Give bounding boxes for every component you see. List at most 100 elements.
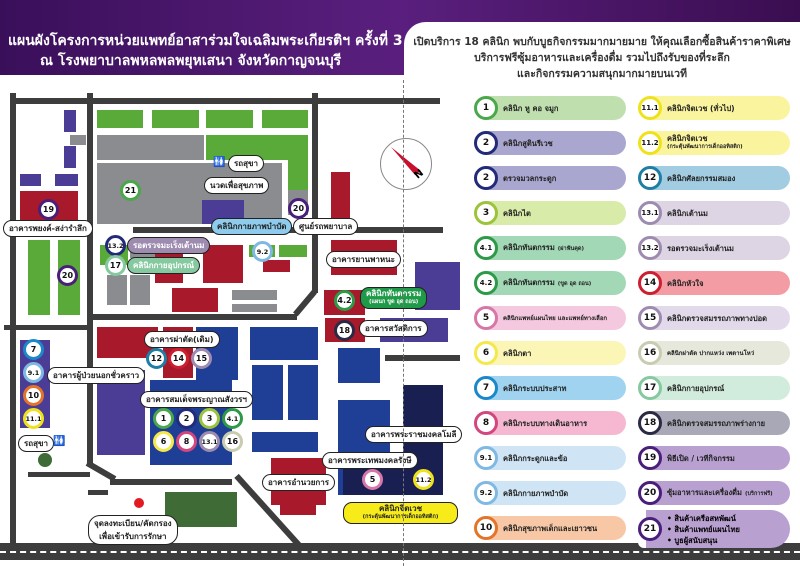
legend-label: คลินิกหัวใจ (667, 278, 704, 288)
legend-number-badge: 6 (474, 341, 498, 365)
building (262, 110, 308, 128)
legend-label: คลินิกไต (503, 208, 531, 218)
marker-19[interactable]: 19 (38, 199, 59, 220)
marker-13-2[interactable]: 13.2 (105, 235, 126, 256)
legend-label: คลินิกระบบทางเดินอาหาร (503, 418, 588, 428)
road (110, 479, 232, 485)
legend-label: คลินิกสูตินรีเวช (503, 138, 553, 148)
legend-number-badge: 4.1 (474, 236, 498, 260)
legend-item: 2 คลินิกสูตินรีเวช (474, 131, 626, 155)
building (70, 135, 86, 145)
label-ambulance-center: ศูนย์รถพยาบาล (293, 218, 359, 235)
building (20, 174, 41, 186)
marker-17[interactable]: 17 (105, 255, 126, 276)
legend-number-badge: 10 (474, 516, 498, 540)
marker-16[interactable]: 16 (222, 431, 243, 452)
marker-7[interactable]: 7 (23, 339, 44, 360)
label-registration-point: จุดลงทะเบียน/คัดกรองเพื่อเข้ารับการรักษา (88, 515, 178, 545)
marker-8[interactable]: 8 (176, 431, 197, 452)
label-rajamongkol-building: อาคารพระราชมงคลโมลี (365, 426, 463, 443)
legend-number-badge: 9.2 (474, 481, 498, 505)
marker-9-2[interactable]: 9.2 (252, 241, 273, 262)
marker-21[interactable]: 21 (120, 180, 141, 201)
legend-label-group: คลินิกระบบทางเดินอาหาร (498, 419, 587, 428)
legend-subnote: (กระตุ้นพัฒนาการเด็กออทิสติก) (667, 144, 743, 150)
label-physio-clinic: คลินิกกายภาพบำบัด (211, 218, 293, 235)
legend-label-group: คลินิกผ่าตัด ปากแหว่ง เพดานโหว่ (662, 348, 754, 358)
intro-line: บริการฟรีซุ้มอาหารและเครื่องดื่ม รวมไปถึ… (474, 52, 730, 64)
building (64, 146, 76, 168)
marker-3[interactable]: 3 (199, 408, 220, 429)
marker-11-1[interactable]: 11.1 (23, 408, 44, 429)
legend-number-badge: 11.1 (638, 96, 662, 120)
marker-4-2[interactable]: 4.2 (334, 290, 355, 311)
legend-number-badge: 18 (638, 411, 662, 435)
label-thepmongkol-building: อาคารพระเทพมงคลรังษี (322, 452, 418, 469)
legend-label-group: ตรวจมวลกระดูก (498, 174, 556, 183)
label-outpatient-building: อาคารผู้ป่วยนอกชั่วคราว (47, 367, 146, 384)
marker-18[interactable]: 18 (334, 320, 355, 341)
bullet-icon: • (667, 535, 675, 545)
bullet-icon: • (667, 524, 675, 534)
label-subtext: (กระตุ้นพัฒนาการเด็กออทิสติก) (362, 514, 439, 520)
legend-label-group: คลินิกทันตกรรม(ผ่าฟันคุด) (498, 243, 584, 254)
legend-label-group: คลินิกแพทย์แผนไทย และแพทย์ทางเลือก (498, 313, 607, 323)
marker-2[interactable]: 2 (176, 408, 197, 429)
marker-20[interactable]: 20 (288, 198, 309, 219)
marker-12[interactable]: 12 (146, 348, 167, 369)
legend-number-badge: 21 (638, 517, 662, 541)
legend-label: คลินิกจิตเวช (667, 134, 708, 143)
legend-subitem-text: บูธผู้สนับสนุน (674, 535, 718, 545)
marker-5[interactable]: 5 (362, 469, 383, 490)
legend-label: รอตรวจมะเร็งเต้านม (667, 243, 734, 253)
road (312, 93, 318, 293)
road (385, 355, 460, 361)
label-text: คลินิกทันตกรรม (366, 289, 422, 298)
you-are-here-dot (134, 498, 144, 508)
legend-number-badge: 20 (638, 481, 662, 505)
road (87, 93, 93, 463)
legend-label: คลินิกแพทย์แผนไทย และแพทย์ทางเลือก (503, 315, 608, 322)
label-mammo-wait: รอตรวจมะเร็งเต้านม (127, 237, 211, 254)
building (232, 304, 277, 312)
road (10, 98, 440, 104)
legend-label: คลินิกตรวจสมรรถภาพทางปอด (667, 313, 767, 323)
building (130, 275, 150, 305)
road (28, 472, 90, 477)
marker-1[interactable]: 1 (153, 408, 174, 429)
tree (38, 453, 52, 467)
road (4, 325, 90, 330)
legend-label: พิธีเปิด / เวทีกิจกรรม (667, 453, 735, 463)
marker-20[interactable]: 20 (57, 265, 78, 286)
building (203, 245, 243, 283)
marker-10[interactable]: 10 (23, 385, 44, 406)
marker-4-1[interactable]: 4.1 (222, 408, 243, 429)
legend-label-group: คลินิกจิตเวช(กระตุ้นพัฒนาการเด็กออทิสติก… (662, 134, 743, 152)
marker-9-1[interactable]: 9.1 (23, 362, 44, 383)
marker-15[interactable]: 15 (191, 348, 212, 369)
legend-subitem: • สินค้าแพทย์แผนไทย (667, 524, 740, 535)
marker-13-1[interactable]: 13.1 (199, 431, 220, 452)
marker-11-2[interactable]: 11.2 (413, 469, 434, 490)
legend-number-badge: 2 (474, 131, 498, 155)
road-markings (0, 551, 800, 553)
legend-subitem-text: สินค้าเครือสหพัฒน์ (674, 513, 736, 523)
building (252, 432, 318, 452)
label-admin-building: อาคารอำนวยการ (262, 474, 336, 491)
label-text: คลินิกจิตเวช (378, 504, 423, 513)
divider-line (403, 80, 404, 566)
marker-6[interactable]: 6 (153, 431, 174, 452)
marker-14[interactable]: 14 (168, 348, 189, 369)
legend-label: ซุ้มอาหารและเครื่องดื่ม (667, 487, 742, 497)
legend-label: คลินิกสุขภาพเด็กและเยาวชน (503, 523, 598, 533)
label-vehicle-building: อาคารยานพาหนะ (326, 251, 401, 268)
legend-label: คลินิกทันตกรรม (503, 242, 555, 252)
building (331, 172, 350, 228)
intro-line: เปิดบริการ 18 คลินิก พบกับบูธกิจกรรมมากม… (413, 36, 791, 48)
legend-label-group: คลินิกเต้านม (662, 209, 708, 218)
